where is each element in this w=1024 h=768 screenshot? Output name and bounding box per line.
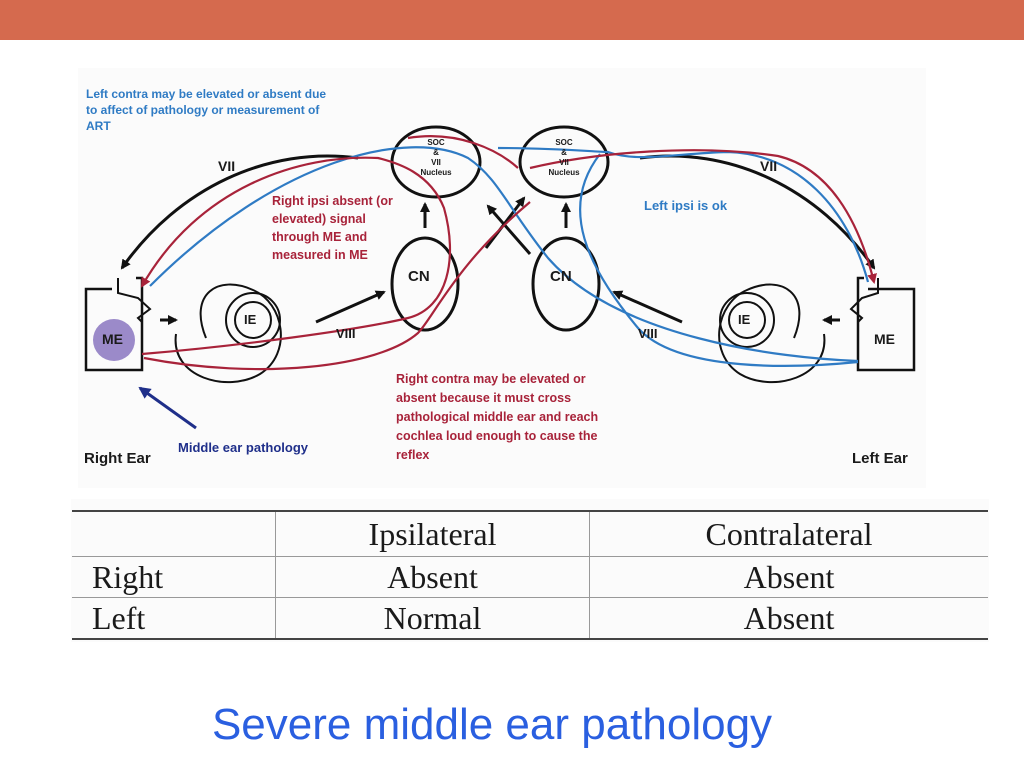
left-ear-box	[849, 276, 916, 372]
table-cell: Absent	[589, 556, 988, 598]
red-pathway	[141, 135, 877, 371]
middle-ear-pathology-note: Middle ear pathology	[178, 440, 309, 455]
table-cell: Absent	[275, 556, 590, 598]
right-vii-label: VII	[218, 158, 236, 174]
acoustic-reflex-diagram: Left contra may be elevated or absent du…	[78, 68, 926, 488]
right-ear-box	[84, 276, 152, 372]
table-row: Left Normal Absent	[72, 597, 988, 640]
table-header-cell: Contralateral	[589, 510, 988, 557]
right-ipsi-note: Right ipsi absent (or elevated) signal t…	[272, 194, 393, 262]
table-cell: Left	[72, 597, 276, 640]
reflex-pathway-svg	[84, 125, 916, 430]
left-vii-label: VII	[760, 158, 778, 174]
right-cn-label: CN	[408, 268, 430, 285]
right-ear-label: Right Ear	[84, 450, 151, 467]
left-ipsi-note: Left ipsi is ok	[644, 198, 728, 213]
left-cochlea	[718, 283, 826, 383]
left-cn-label: CN	[550, 268, 572, 285]
table-header-cell: Ipsilateral	[275, 510, 590, 557]
left-me-label: ME	[874, 331, 895, 347]
right-middle-ear-circle	[93, 319, 135, 361]
middle-ear-pathology-arrow	[138, 386, 197, 430]
right-cochlea	[174, 283, 282, 383]
right-me-label: ME	[102, 331, 123, 347]
reflex-results-table: Ipsilateral Contralateral Right Absent A…	[72, 510, 988, 640]
right-viii-label: VIII	[336, 326, 356, 341]
table-row: Right Absent Absent	[72, 556, 988, 598]
left-contra-note: Left contra may be elevated or absent du…	[86, 87, 327, 133]
left-viii-label: VIII	[638, 326, 658, 341]
blue-pathway	[149, 146, 870, 367]
left-cn-ellipse	[531, 236, 601, 332]
left-soc-ellipse	[518, 125, 610, 199]
right-ie-label: IE	[244, 312, 257, 327]
left-ie-label: IE	[738, 312, 751, 327]
table-cell: Right	[72, 556, 276, 598]
table-cell: Absent	[589, 597, 988, 640]
table-cell: Normal	[275, 597, 590, 640]
top-accent-bar	[0, 0, 1024, 40]
slide-caption: Severe middle ear pathology	[211, 700, 773, 749]
left-ear-label: Left Ear	[852, 450, 908, 467]
right-cn-ellipse	[390, 236, 460, 332]
table-header-row: Ipsilateral Contralateral	[72, 510, 988, 557]
table-header-cell	[72, 510, 276, 557]
right-contra-note: Right contra may be elevated or absent b…	[396, 372, 599, 462]
